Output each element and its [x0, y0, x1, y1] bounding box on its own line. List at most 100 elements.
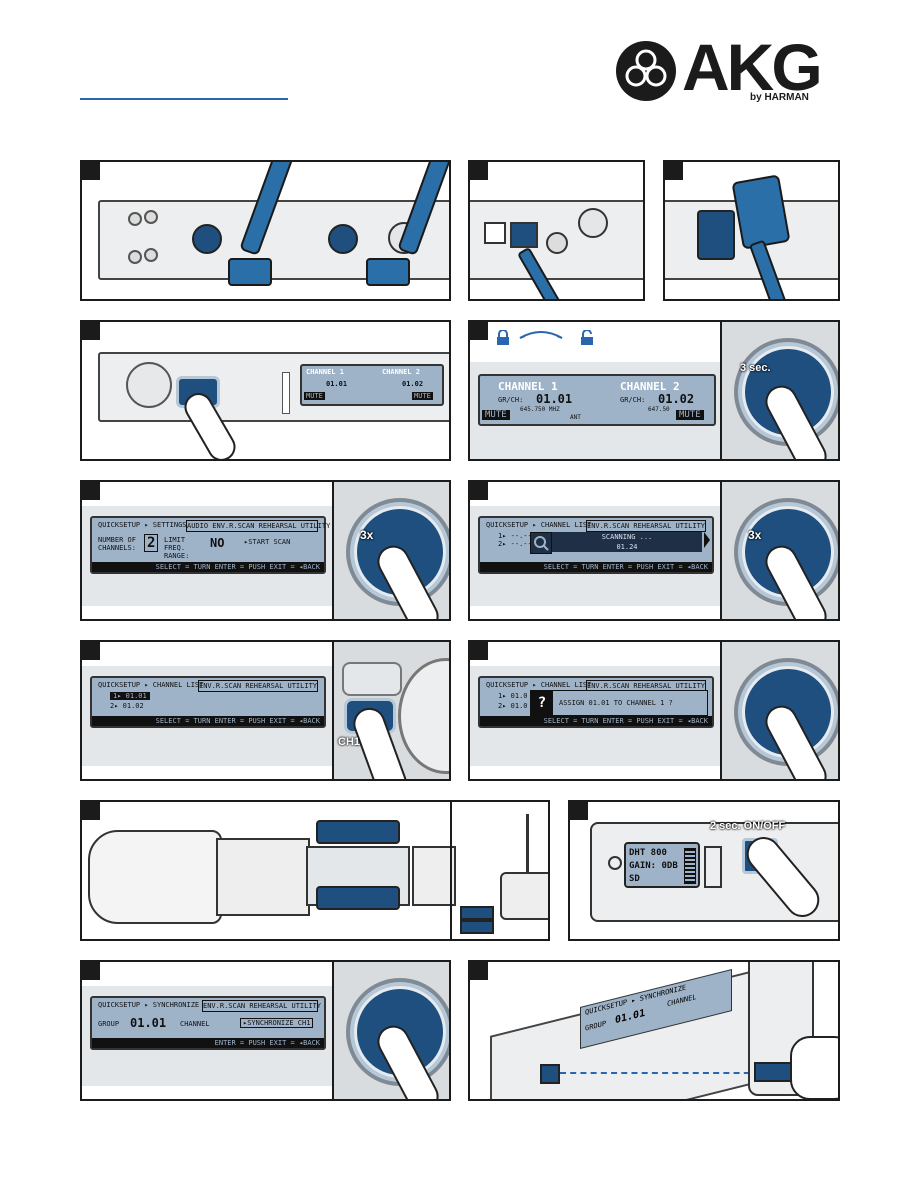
step-tab — [470, 962, 488, 980]
ethernet-port — [510, 222, 538, 248]
search-icon — [530, 532, 552, 554]
display-line-1: DHT 800 — [629, 848, 667, 858]
limit-label: LIMIT FREQ. RANGE: — [164, 536, 190, 560]
power-socket — [697, 210, 735, 260]
lock-icon — [496, 329, 510, 345]
step-5-panel: CHANNEL 1 CHANNEL 2 GR/CH: 01.01 GR/CH: … — [468, 320, 840, 461]
question-icon: ? — [531, 691, 553, 715]
ch2-grch: GR/CH: — [620, 396, 646, 404]
antenna-socket-b — [328, 224, 358, 254]
press-duration-label: 2 sec. ON/OFF — [710, 820, 786, 832]
step-tab — [470, 162, 488, 180]
screw-icon — [144, 248, 158, 262]
step-2-panel — [468, 160, 645, 301]
group-label: GROUP — [98, 1020, 120, 1028]
ch1-title: CHANNEL 1 — [498, 380, 558, 393]
bodypack-transmitter — [500, 872, 548, 920]
microphone-body — [216, 838, 310, 916]
akg-logo: AKG by HARMAN — [614, 32, 844, 108]
channel-row-2[interactable]: 2▸ 01.0 — [498, 702, 528, 710]
step-4-panel: CHANNEL 1 CHANNEL 2 01.01 01.02 MUTE MUT… — [80, 320, 451, 461]
ch2-mute: MUTE — [676, 410, 704, 420]
step-8-panel: QUICKSETUP ▸ CHANNEL LIST ENV.R.SCAN REH… — [80, 640, 451, 781]
divider — [720, 482, 722, 619]
breadcrumb: QUICKSETUP ▸ CHANNEL LIST — [486, 681, 592, 689]
num-channels-label: NUMBER OF CHANNELS: — [98, 536, 136, 552]
status-led — [608, 856, 622, 870]
step-tab — [82, 322, 100, 340]
menu-tabs: ENV.R.SCAN REHEARSAL UTILITY — [586, 520, 706, 532]
brand-name: AKG — [682, 30, 823, 104]
breadcrumb: QUICKSETUP ▸ CHANNEL LIST — [486, 521, 592, 529]
akg-symbol-icon — [616, 41, 676, 101]
brand-byline: by HARMAN — [750, 92, 809, 103]
divider — [450, 802, 452, 939]
assign-dialog: ? ASSIGN 01.01 TO CHANNEL 1 ? — [530, 690, 708, 716]
step-tab — [82, 802, 100, 820]
menu-footer: SELECT = TURN ENTER = PUSH EXIT = ◂BACK — [480, 716, 712, 726]
start-scan-item[interactable]: ▸START SCAN — [244, 538, 291, 546]
power-plug — [731, 174, 791, 250]
step-tab — [470, 482, 488, 500]
channel-row-1[interactable]: 1▸ 01.01 — [110, 692, 150, 700]
step-tab — [470, 642, 488, 660]
step-tab — [82, 162, 100, 180]
scan-value: 01.24 — [616, 543, 638, 551]
battery-small-1 — [460, 906, 494, 920]
display-line-2: GAIN: 0DB — [629, 861, 678, 871]
channel-row-2[interactable]: 2▸ --.-- — [498, 540, 532, 548]
battery-bottom — [316, 886, 400, 910]
group-value: 01.01 — [130, 1016, 167, 1030]
menu-footer: SELECT = TURN ENTER = PUSH EXIT = ◂BACK — [92, 716, 324, 726]
menu-display: QUICKSETUP ▸ CHANNEL LIST ENV.R.SCAN REH… — [478, 676, 714, 728]
menu-display: QUICKSETUP ▸ CHANNEL LIST ENV.R.SCAN REH… — [478, 516, 714, 574]
divider — [720, 642, 722, 779]
arrow-icon — [516, 326, 566, 342]
bodypack-antenna — [526, 814, 529, 874]
step-tab — [82, 962, 100, 980]
side-button — [704, 846, 722, 888]
ch1-ant: ANT — [570, 414, 581, 421]
display-small: CHANNEL 1 CHANNEL 2 01.01 01.02 MUTE MUT… — [300, 364, 444, 406]
ch2-title: CHANNEL 2 — [382, 368, 420, 376]
step-tab — [82, 482, 100, 500]
step-6-panel: QUICKSETUP ▸ SETTINGS AUDIO ENV.R.SCAN R… — [80, 480, 451, 621]
ch1-grch: GR/CH: — [498, 396, 524, 404]
antenna-socket-a — [192, 224, 222, 254]
channel-button-label: CH1 — [338, 736, 361, 748]
press-count-label: 3x — [360, 528, 374, 542]
step-tab — [665, 162, 683, 180]
antenna-2-connector — [366, 258, 410, 286]
ch1-freq: 645.750 MHZ — [520, 406, 560, 413]
ir-sync-port — [540, 1064, 560, 1084]
channel-row-1[interactable]: 1▸ --.-- — [498, 532, 532, 540]
tilted-group-value: 01.01 — [615, 1007, 646, 1027]
holding-hand — [790, 1036, 838, 1099]
battery-top — [316, 820, 400, 844]
breadcrumb: QUICKSETUP ▸ SYNCHRONIZE — [98, 1001, 200, 1009]
microphone-cap — [412, 846, 456, 906]
breadcrumb: QUICKSETUP ▸ CHANNEL LIST — [98, 681, 204, 689]
limit-value[interactable]: NO — [210, 536, 225, 550]
ir-sync-beam — [560, 1072, 760, 1074]
tilted-channel-label: CHANNEL — [667, 992, 697, 1009]
channel-row-1[interactable]: 1▸ 01.0 — [498, 692, 528, 700]
menu-display: QUICKSETUP ▸ SETTINGS AUDIO ENV.R.SCAN R… — [90, 516, 330, 574]
display-line-3: SD — [629, 874, 640, 884]
assign-prompt: ASSIGN 01.01 TO CHANNEL 1 ? — [559, 699, 673, 707]
synchronize-button[interactable]: ▸SYNCHRONIZE CH1 — [240, 1018, 314, 1028]
button-top — [342, 662, 402, 696]
tilted-group-label: GROUP — [585, 1019, 607, 1033]
menu-display: QUICKSETUP ▸ CHANNEL LIST ENV.R.SCAN REH… — [90, 676, 326, 728]
ch1-title: CHANNEL 1 — [306, 368, 344, 376]
breadcrumb: QUICKSETUP ▸ SETTINGS — [98, 521, 187, 529]
step-tab — [82, 642, 100, 660]
antenna-1-connector — [228, 258, 272, 286]
ch2-title: CHANNEL 2 — [620, 380, 680, 393]
battery-small-2 — [460, 920, 494, 934]
menu-footer: SELECT = TURN ENTER = PUSH EXIT = ◂BACK — [480, 562, 712, 572]
channel-row-2[interactable]: 2▸ 01.02 — [110, 702, 144, 710]
menu-footer: ENTER = PUSH EXIT = ◂BACK — [92, 1038, 324, 1048]
ch2-value: 01.02 — [658, 392, 695, 406]
num-channels-value[interactable]: 2 — [144, 534, 159, 552]
